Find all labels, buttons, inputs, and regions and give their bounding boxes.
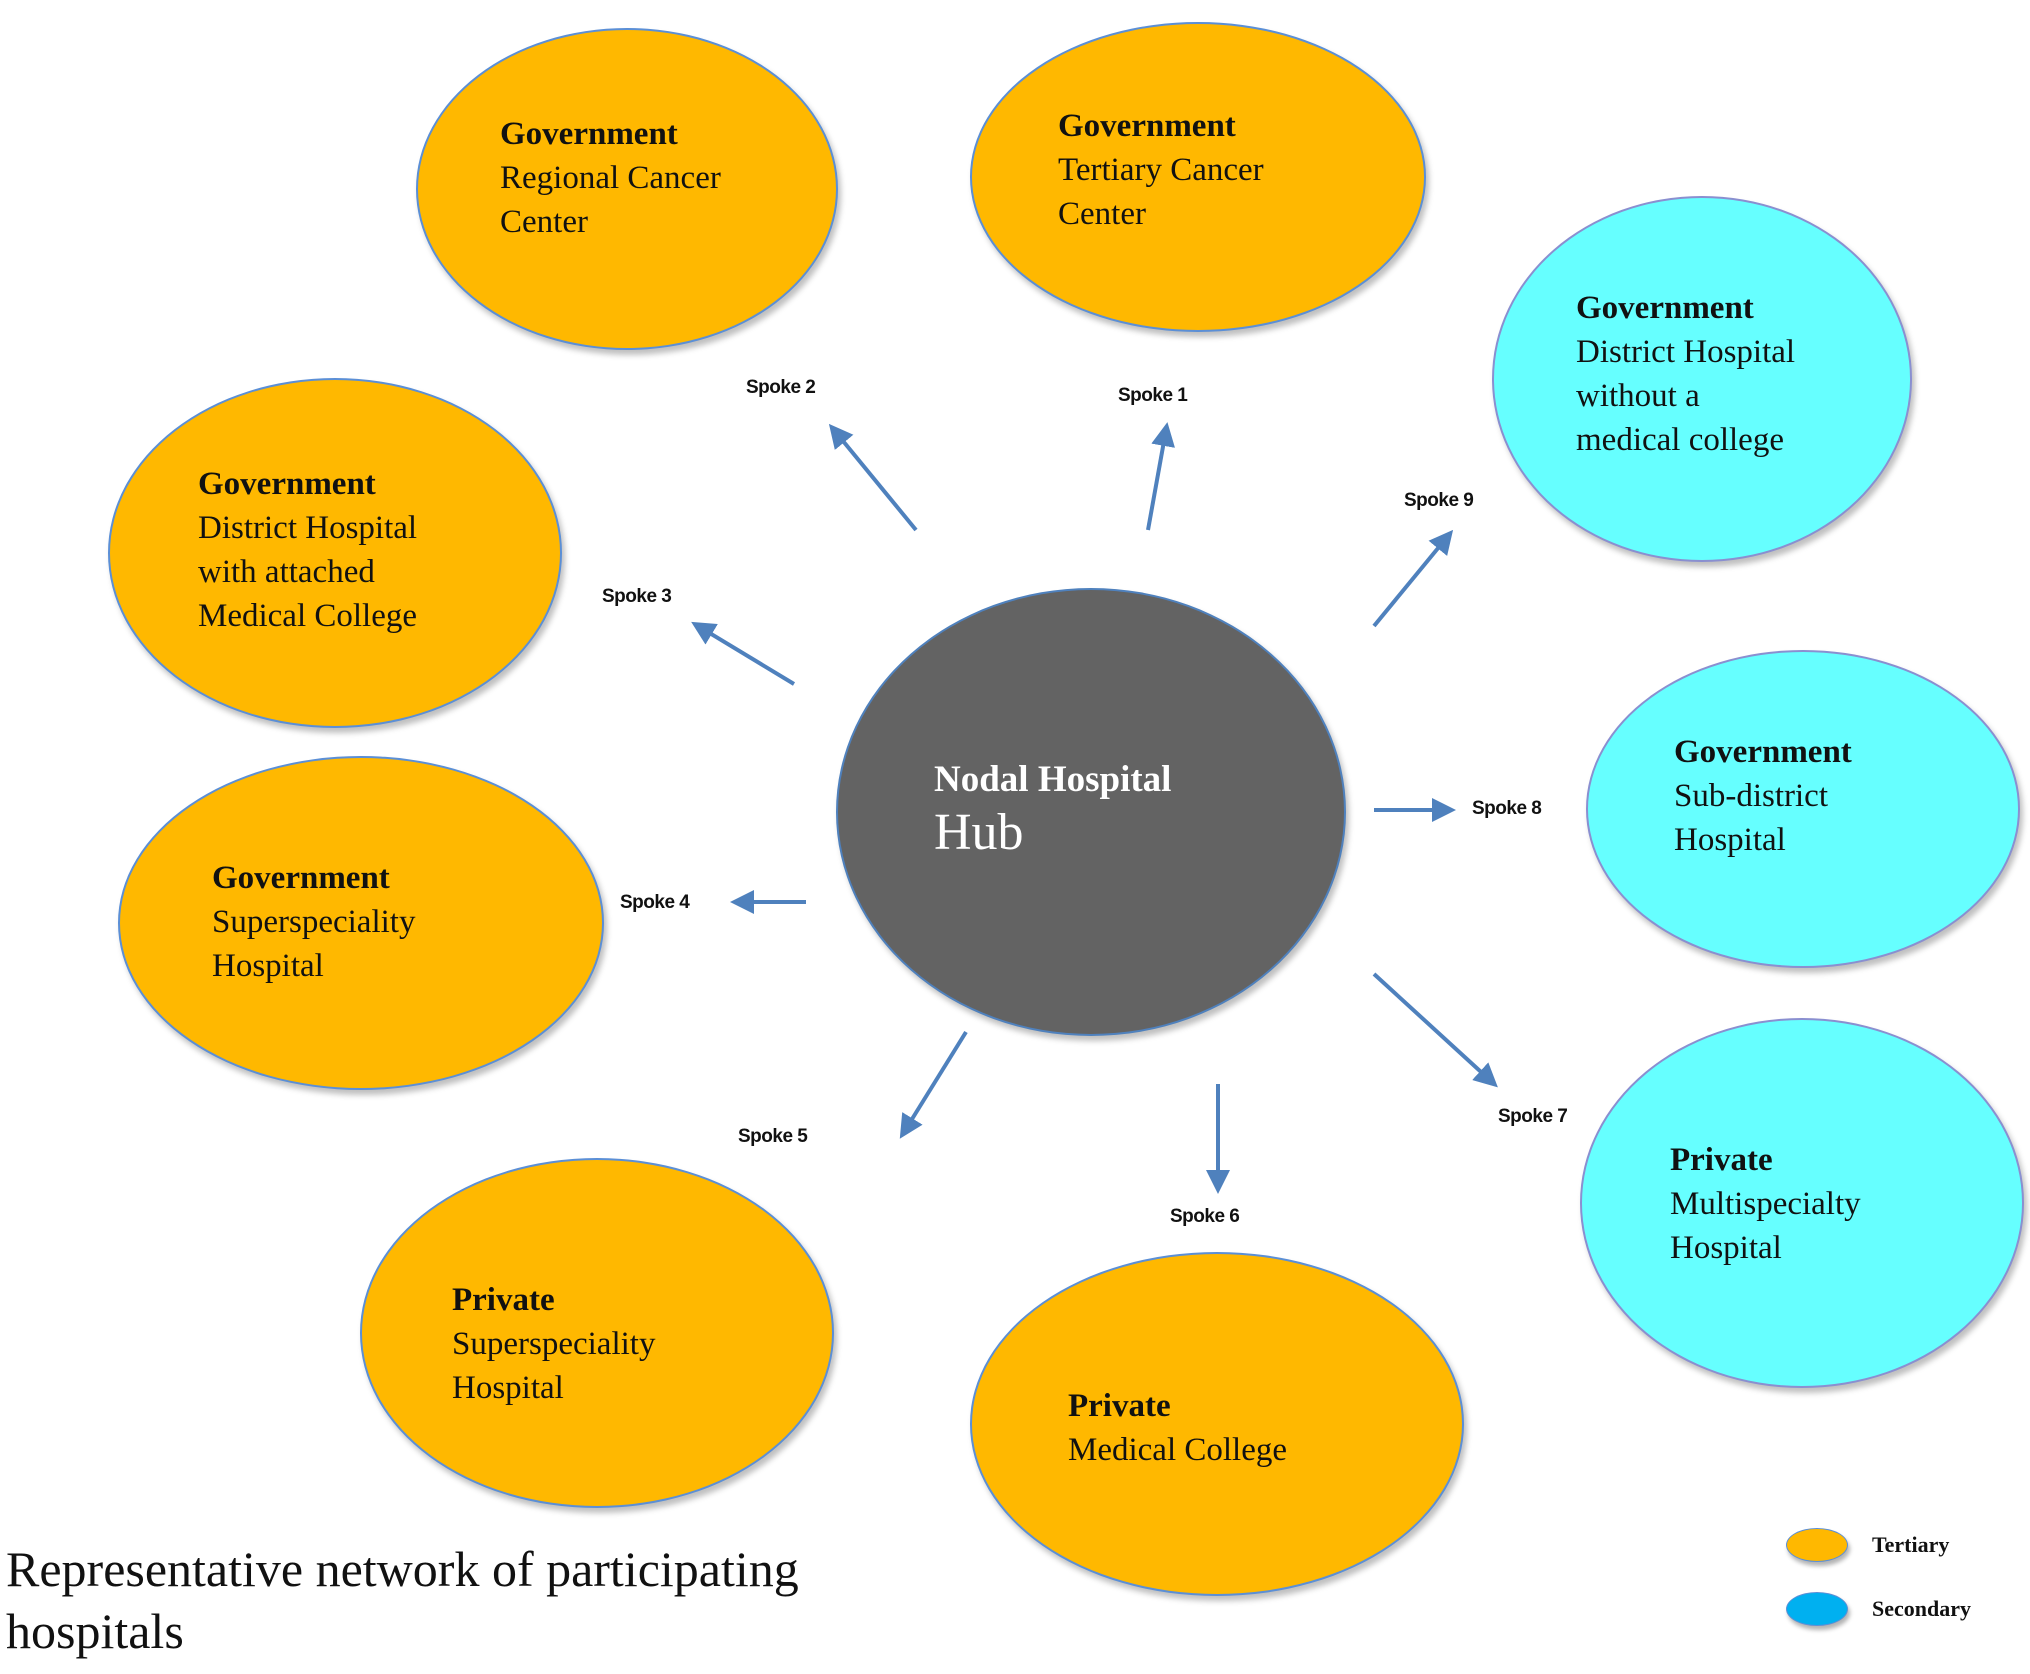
spoke-4-name: Superspeciality Hospital xyxy=(212,904,416,984)
spoke-8-node: Government Sub-district Hospital xyxy=(1586,650,2020,968)
spoke-6-name: Medical College xyxy=(1068,1432,1288,1468)
spoke-8-sector: Government xyxy=(1674,734,1852,770)
spoke-3-name: District Hospital with attached Medical … xyxy=(198,510,418,634)
hub-node: Nodal Hospital Hub xyxy=(836,588,1346,1036)
legend-tertiary: Tertiary xyxy=(1786,1528,1949,1562)
spoke-4-sector: Government xyxy=(212,860,390,896)
spoke-9-sector: Government xyxy=(1576,290,1754,326)
legend-tertiary-label: Tertiary xyxy=(1872,1532,1950,1557)
spoke-8-label: Spoke 8 xyxy=(1472,798,1542,819)
spoke-1-arrow xyxy=(1146,422,1175,531)
legend-tertiary-swatch xyxy=(1786,1528,1848,1562)
legend-secondary: Secondary xyxy=(1786,1592,1971,1626)
spoke-5-arrow xyxy=(899,1030,968,1139)
spoke-3-sector: Government xyxy=(198,466,376,502)
spoke-7-sector: Private xyxy=(1670,1142,1773,1178)
spoke-2-name: Regional Cancer Center xyxy=(500,160,721,240)
spoke-6-node: Private Medical College xyxy=(970,1252,1464,1596)
spoke-1-name: Tertiary Cancer Center xyxy=(1058,152,1264,232)
spoke-9-label: Spoke 9 xyxy=(1404,490,1474,511)
spoke-5-label: Spoke 5 xyxy=(738,1126,808,1147)
spoke-7-label: Spoke 7 xyxy=(1498,1106,1568,1127)
figure-caption: Representative network of participating … xyxy=(6,1541,799,1659)
spoke-9-name: District Hospital without a medical coll… xyxy=(1576,334,1796,458)
spoke-7-node: Private Multispecialty Hospital xyxy=(1580,1018,2024,1388)
spoke-3-label: Spoke 3 xyxy=(602,586,672,607)
spoke-6-label: Spoke 6 xyxy=(1170,1206,1240,1227)
hub-sector: Nodal Hospital xyxy=(934,759,1172,800)
spoke-6-sector: Private xyxy=(1068,1388,1171,1424)
spoke-4-label: Spoke 4 xyxy=(620,892,690,913)
spoke-9-node: Government District Hospital without a m… xyxy=(1492,196,1912,562)
spoke-2-sector: Government xyxy=(500,116,678,152)
hub-name: Hub xyxy=(934,804,1024,861)
spoke-2-node: Government Regional Cancer Center xyxy=(416,28,838,350)
spoke-7-arrow xyxy=(1372,972,1498,1088)
spoke-9-arrow xyxy=(1372,529,1454,628)
spoke-5-name: Superspeciality Hospital xyxy=(452,1326,656,1406)
spoke-2-label: Spoke 2 xyxy=(746,377,816,398)
spoke-3-node: Government District Hospital with attach… xyxy=(108,378,562,728)
spoke-3-arrow xyxy=(691,621,796,686)
spoke-1-label: Spoke 1 xyxy=(1118,385,1188,406)
legend-secondary-swatch xyxy=(1786,1592,1848,1626)
spoke-8-name: Sub-district Hospital xyxy=(1674,778,1828,858)
spoke-2-arrow xyxy=(828,423,918,532)
spoke-7-name: Multispecialty Hospital xyxy=(1670,1186,1861,1266)
spoke-5-sector: Private xyxy=(452,1282,555,1318)
spoke-5-node: Private Superspeciality Hospital xyxy=(360,1158,834,1508)
spoke-1-sector: Government xyxy=(1058,108,1236,144)
spoke-1-node: Government Tertiary Cancer Center xyxy=(970,22,1426,332)
spoke-4-node: Government Superspeciality Hospital xyxy=(118,756,604,1090)
legend-secondary-label: Secondary xyxy=(1872,1596,1971,1621)
